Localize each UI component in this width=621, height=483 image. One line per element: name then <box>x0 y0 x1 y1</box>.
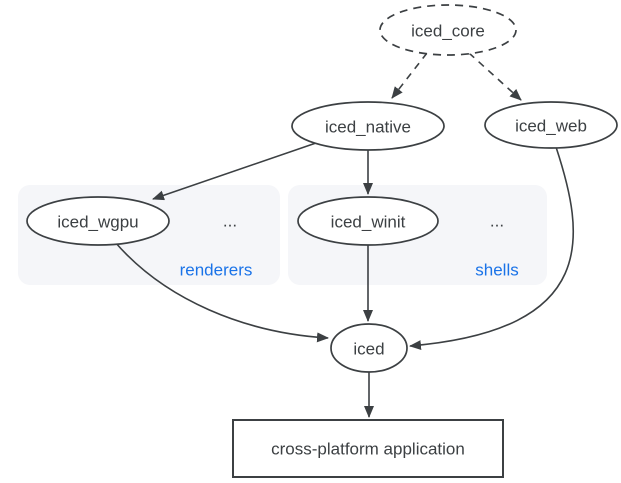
node-iced-web-shape <box>484 101 618 149</box>
node-cross-platform-application-label: cross-platform application <box>271 440 465 459</box>
node-iced-core: iced_core <box>379 4 517 56</box>
group-renderers-ellipsis: ... <box>223 212 237 231</box>
node-iced-label: iced <box>353 340 384 359</box>
node-cross-platform-application-shape <box>232 419 504 478</box>
edge-core-to-web <box>468 52 522 101</box>
node-iced-native-shape <box>291 101 445 151</box>
node-iced-native: iced_native <box>291 101 445 151</box>
group-shells-ellipsis: ... <box>490 212 504 231</box>
node-iced-winit-label: iced_winit <box>331 213 406 232</box>
node-iced-core-shape <box>379 4 517 56</box>
edge-core-to-native <box>391 52 428 99</box>
edge-native-to-wgpu <box>152 142 317 201</box>
node-iced-wgpu-shape <box>26 196 170 246</box>
node-iced-wgpu-label: iced_wgpu <box>57 213 138 232</box>
node-cross-platform-application: cross-platform application <box>232 419 504 478</box>
edge-web-to-iced <box>409 146 574 351</box>
node-iced-core-label: iced_core <box>411 22 485 41</box>
node-iced: iced <box>330 323 408 373</box>
group-renderers-label: renderers <box>180 261 253 280</box>
group-shells-label: shells <box>475 261 518 280</box>
node-iced-native-label: iced_native <box>325 118 411 137</box>
node-iced-wgpu: iced_wgpu <box>26 196 170 246</box>
edge-wgpu-to-iced <box>114 241 329 343</box>
node-iced-winit-shape <box>297 196 439 246</box>
node-iced-web-label: iced_web <box>515 117 587 136</box>
node-iced-winit: iced_winit <box>297 196 439 246</box>
node-iced-web: iced_web <box>484 101 618 149</box>
node-iced-shape <box>330 323 408 373</box>
